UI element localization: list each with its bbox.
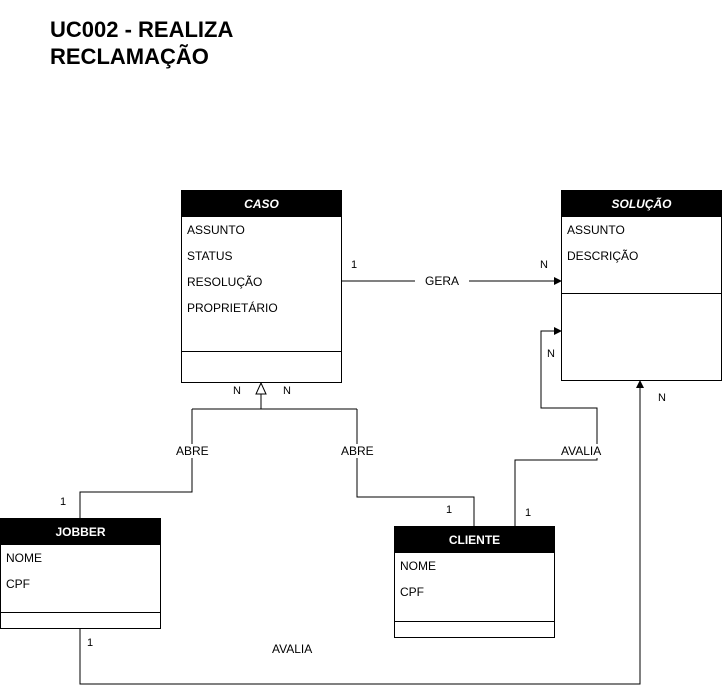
title-line-2: RECLAMAÇÃO <box>50 44 209 69</box>
generalization-triangle <box>255 381 267 395</box>
attribute-nome: NOME <box>400 559 436 573</box>
cardinality-cliente-abre: 1 <box>446 504 453 516</box>
attribute-cpf: CPF <box>400 585 424 599</box>
connector-abre-jobber <box>79 409 193 518</box>
cardinality-jobber-abre: 1 <box>60 496 67 508</box>
title-line-1: UC002 - REALIZA <box>50 17 234 42</box>
cardinality-jobber-avalia: 1 <box>87 637 94 649</box>
entity-solucao[interactable]: SOLUÇÃO ASSUNTO DESCRIÇÃO <box>561 190 722 381</box>
relationship-abre-jobber: ABRE <box>174 444 211 458</box>
relationship-avalia-jobber: AVALIA <box>270 642 315 656</box>
entity-cliente-header: CLIENTE <box>395 527 554 553</box>
attribute-descricao: DESCRIÇÃO <box>567 249 639 263</box>
entity-caso-header: CASO <box>182 191 341 217</box>
relationship-gera: GERA <box>415 274 470 288</box>
entity-caso[interactable]: CASO ASSUNTO STATUS RESOLUÇÃO PROPRIETÁR… <box>181 190 342 383</box>
connector-avalia-jobber <box>79 380 644 685</box>
relationship-avalia-cliente: AVALIA <box>553 444 610 458</box>
attribute-resolucao: RESOLUÇÃO <box>187 275 263 289</box>
cardinality-solucao-avalia-cliente: N <box>547 348 555 360</box>
attribute-proprietario: PROPRIETÁRIO <box>187 301 278 315</box>
entity-jobber[interactable]: JOBBER NOME CPF <box>0 518 161 629</box>
attribute-assunto: ASSUNTO <box>187 223 245 237</box>
diagram-title: UC002 - REALIZA RECLAMAÇÃO <box>50 16 233 70</box>
entity-cliente-divider <box>395 621 554 622</box>
entity-cliente[interactable]: CLIENTE NOME CPF <box>394 526 555 638</box>
cardinality-caso-left: N <box>233 385 241 397</box>
cardinality-gera-solucao: N <box>540 259 548 271</box>
attribute-cpf: CPF <box>6 577 30 591</box>
attribute-status: STATUS <box>187 249 233 263</box>
entity-solucao-header: SOLUÇÃO <box>562 191 721 217</box>
entity-solucao-divider <box>562 293 721 294</box>
relationship-abre-cliente: ABRE <box>339 444 376 458</box>
connector-avalia-cliente <box>514 327 598 526</box>
entity-jobber-divider <box>1 612 160 613</box>
cardinality-gera-caso: 1 <box>351 259 358 271</box>
cardinality-solucao-avalia-jobber: N <box>658 392 666 404</box>
cardinality-caso-right: N <box>283 385 291 397</box>
entity-caso-divider <box>182 351 341 352</box>
connector-abre-cliente <box>356 409 475 526</box>
cardinality-cliente-avalia: 1 <box>525 507 532 519</box>
attribute-nome: NOME <box>6 551 42 565</box>
attribute-assunto: ASSUNTO <box>567 223 625 237</box>
entity-jobber-header: JOBBER <box>1 519 160 545</box>
